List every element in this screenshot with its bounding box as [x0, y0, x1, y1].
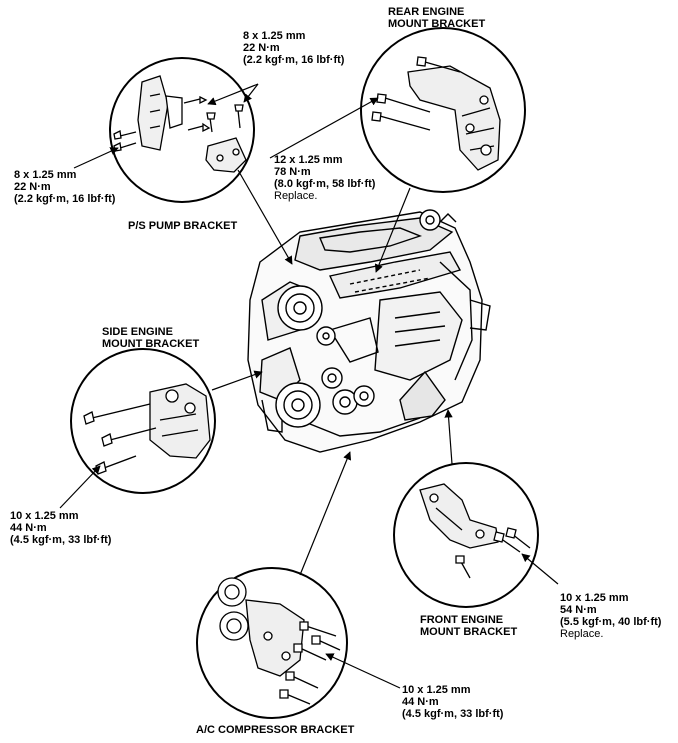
side-torque-spec: 10 x 1.25 mm 44 N·m (4.5 kgf·m, 33 lbf·f… [10, 510, 111, 546]
ps-top-torque-spec: 8 x 1.25 mm 22 N·m (2.2 kgf·m, 16 lbf·ft… [243, 30, 344, 66]
torque-alt: (2.2 kgf·m, 16 lbf·ft) [14, 193, 116, 205]
replace-note: Replace. [274, 190, 318, 202]
bolt-size: 10 x 1.25 mm [10, 510, 79, 522]
bolt-size: 12 x 1.25 mm [274, 154, 343, 166]
ac-compressor-bracket-detail [196, 567, 348, 719]
torque-nm: 54 N·m [560, 604, 597, 616]
ps-left-torque-spec: 8 x 1.25 mm 22 N·m (2.2 kgf·m, 16 lbf·ft… [14, 169, 115, 205]
front-mount-bracket-title: FRONT ENGINE MOUNT BRACKET [420, 614, 517, 638]
title-line-2: MOUNT BRACKET [102, 338, 200, 350]
rear-mount-bracket-detail [360, 27, 526, 193]
ac-compressor-bracket-title: A/C COMPRESSOR BRACKET [196, 724, 355, 736]
torque-alt: (8.0 kgf·m, 58 lbf·ft) [274, 178, 376, 190]
ps-pump-bracket-detail [109, 57, 255, 203]
ac-torque-spec: 10 x 1.25 mm 44 N·m (4.5 kgf·m, 33 lbf·f… [402, 684, 503, 720]
leader-lines [59, 83, 559, 689]
torque-nm: 78 N·m [274, 166, 311, 178]
front-torque-spec: 10 x 1.25 mm 54 N·m (5.5 kgf·m, 40 lbf·f… [560, 592, 661, 640]
bolt-size: 10 x 1.25 mm [560, 592, 629, 604]
torque-alt: (4.5 kgf·m, 33 lbf·ft) [10, 534, 112, 546]
bolt-size: 8 x 1.25 mm [243, 30, 306, 42]
title-line-2: MOUNT BRACKET [388, 18, 486, 30]
bolt-size: 8 x 1.25 mm [14, 169, 77, 181]
torque-nm: 22 N·m [243, 42, 280, 54]
rear-mount-bracket-title: REAR ENGINE MOUNT BRACKET [388, 6, 485, 30]
side-mount-bracket-detail [70, 348, 216, 494]
torque-nm: 44 N·m [402, 696, 439, 708]
torque-nm: 44 N·m [10, 522, 47, 534]
title-line-1: FRONT ENGINE [420, 614, 504, 626]
torque-alt: (2.2 kgf·m, 16 lbf·ft) [243, 54, 345, 66]
rear-torque-spec: 12 x 1.25 mm 78 N·m (8.0 kgf·m, 58 lbf·f… [274, 154, 375, 202]
front-mount-bracket-detail [393, 462, 539, 608]
title-line-1: REAR ENGINE [388, 6, 465, 18]
ps-pump-bracket-title: P/S PUMP BRACKET [128, 220, 238, 232]
torque-nm: 22 N·m [14, 181, 51, 193]
replace-note: Replace. [560, 628, 604, 640]
engine-pulleys [275, 209, 441, 428]
side-mount-bracket-title: SIDE ENGINE MOUNT BRACKET [102, 326, 199, 350]
bolt-size: 10 x 1.25 mm [402, 684, 471, 696]
torque-alt: (4.5 kgf·m, 33 lbf·ft) [402, 708, 504, 720]
title-line-2: MOUNT BRACKET [420, 626, 518, 638]
title-line-1: SIDE ENGINE [102, 326, 173, 338]
torque-alt: (5.5 kgf·m, 40 lbf·ft) [560, 616, 662, 628]
